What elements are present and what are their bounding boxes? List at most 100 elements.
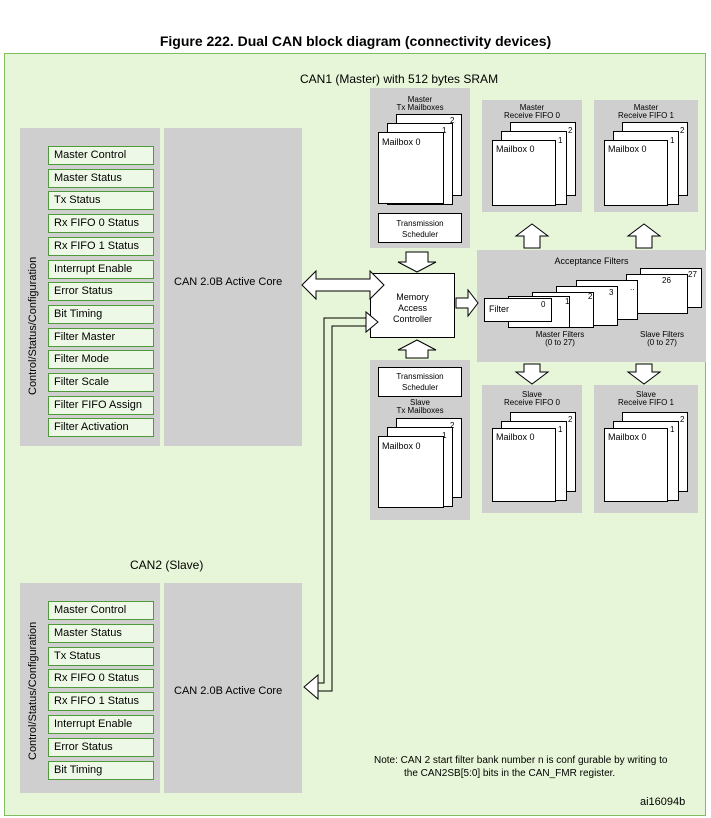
master-filters-line2: (0 to 27) bbox=[545, 338, 575, 347]
master-tx-title-line2: Tx Mailboxes bbox=[396, 103, 444, 112]
slave-fifo1-line1: Slave bbox=[635, 390, 656, 399]
can1-register-4: Rx FIFO 1 Status bbox=[48, 236, 154, 256]
can2-arrow-head bbox=[303, 673, 319, 701]
slave-tx-title-line2: Tx Mailboxes bbox=[396, 406, 444, 415]
slave-tx-mailbox-0 bbox=[378, 436, 444, 508]
slave-fifo0-mailbox-label: Mailbox 0 bbox=[496, 432, 535, 442]
can2-connector bbox=[316, 317, 370, 692]
master-tx-mailbox-label: Mailbox 0 bbox=[382, 137, 421, 147]
figure-id: ai16094b bbox=[640, 796, 686, 808]
can2-register-6: Error Status bbox=[48, 737, 154, 757]
master-fifo1-line1: Master bbox=[633, 103, 659, 112]
can2-register-4: Rx FIFO 1 Status bbox=[48, 692, 154, 712]
mac-can2-arrow-head bbox=[365, 310, 379, 334]
mac-line1: Memory bbox=[396, 292, 429, 302]
figure-title: Figure 222. Dual CAN block diagram (conn… bbox=[159, 33, 552, 49]
can1-register-7: Bit Timing bbox=[48, 304, 154, 324]
can1-register-11: Filter FIFO Assign bbox=[48, 395, 154, 415]
can2-register-2: Tx Status bbox=[48, 646, 154, 666]
can2-register-5: Interrupt Enable bbox=[48, 715, 154, 734]
slave-tx-n1: 1 bbox=[442, 431, 447, 440]
slave-tx-mailbox-label: Mailbox 0 bbox=[382, 441, 421, 451]
acceptance-filters-title: Acceptance Filters bbox=[554, 256, 629, 266]
filter-master-fifo0-arrow bbox=[514, 223, 550, 249]
slave-scheduler-arrow bbox=[397, 339, 437, 359]
can1-register-10: Filter Scale bbox=[48, 373, 154, 392]
can1-register-3: Rx FIFO 0 Status bbox=[48, 214, 154, 234]
slave-fifo1-n1: 1 bbox=[670, 425, 675, 434]
can1-register-12: Filter Activation bbox=[48, 418, 154, 438]
master-fifo0-line1: Master bbox=[519, 103, 545, 112]
filter-num-2: 2 bbox=[588, 292, 593, 301]
master-fifo0-mailbox-0 bbox=[492, 140, 556, 206]
filter-num-1: 1 bbox=[565, 297, 570, 306]
master-fifo0-line2: Receive FIFO 0 bbox=[503, 111, 560, 120]
master-filters-line1: Master Filters bbox=[535, 330, 585, 339]
can1-register-5: Interrupt Enable bbox=[48, 259, 154, 279]
mac-line2: Access bbox=[397, 303, 427, 313]
master-fifo0-n1: 1 bbox=[558, 136, 563, 145]
can1-register-9: Filter Mode bbox=[48, 350, 154, 370]
master-scheduler-arrow bbox=[397, 251, 437, 273]
can2-register-0: Master Control bbox=[48, 601, 154, 620]
filter-num-27: 27 bbox=[688, 270, 697, 279]
master-fifo0-n2: 2 bbox=[568, 126, 573, 135]
filter-num-dots: .. bbox=[630, 283, 635, 292]
note-line2: the CAN2SB[5:0] bits in the CAN_FMR regi… bbox=[404, 768, 616, 779]
master-fifo1-n1: 1 bbox=[670, 136, 675, 145]
can1-core-label: CAN 2.0B Active Core bbox=[174, 276, 283, 288]
slave-fifo0-line1: Slave bbox=[521, 390, 542, 399]
can1-register-6: Error Status bbox=[48, 282, 154, 302]
filter-slave-fifo0-arrow bbox=[514, 363, 550, 385]
filter-num-26: 26 bbox=[662, 276, 671, 285]
filter-label: Filter bbox=[489, 304, 509, 314]
can2-title: CAN2 (Slave) bbox=[130, 558, 204, 572]
slave-tx-n2: 2 bbox=[450, 421, 455, 430]
can2-register-7: Bit Timing bbox=[48, 760, 154, 780]
can2-core-label: CAN 2.0B Active Core bbox=[174, 685, 283, 697]
master-fifo0-mailbox-label: Mailbox 0 bbox=[496, 144, 535, 154]
filter-num-0: 0 bbox=[541, 300, 546, 309]
can2-register-1: Master Status bbox=[48, 623, 154, 643]
master-fifo1-line2: Receive FIFO 1 bbox=[617, 111, 674, 120]
memory-access-controller bbox=[370, 273, 455, 338]
master-tx-n1: 1 bbox=[442, 126, 447, 135]
slave-fifo1-n2: 2 bbox=[680, 415, 685, 424]
can1-register-0: Master Control bbox=[48, 146, 154, 165]
can1-core bbox=[164, 128, 302, 446]
mac-filter-arrow bbox=[455, 288, 479, 318]
note-line1: Note: CAN 2 start filter bank number n i… bbox=[374, 755, 668, 766]
master-scheduler-line2: Scheduler bbox=[401, 230, 439, 239]
master-tx-scheduler bbox=[378, 213, 462, 243]
master-fifo1-mailbox-label: Mailbox 0 bbox=[608, 144, 647, 154]
slave-fifo1-line2: Receive FIFO 1 bbox=[617, 398, 674, 407]
slave-fifo0-n1: 1 bbox=[558, 425, 563, 434]
can1-register-8: Filter Master bbox=[48, 327, 154, 347]
can1-register-2: Tx Status bbox=[48, 191, 154, 211]
can2-core bbox=[164, 583, 302, 793]
master-tx-title-line1: Master bbox=[407, 95, 433, 104]
can2-register-3: Rx FIFO 0 Status bbox=[48, 669, 154, 689]
slave-fifo1-mailbox-label: Mailbox 0 bbox=[608, 432, 647, 442]
master-tx-n2: 2 bbox=[450, 116, 455, 125]
slave-scheduler-line1: Transmission bbox=[396, 372, 444, 381]
slave-fifo1-mailbox-0 bbox=[604, 428, 668, 502]
can1-register-1: Master Status bbox=[48, 168, 154, 188]
master-fifo1-mailbox-0 bbox=[604, 140, 668, 206]
filter-num-3: 3 bbox=[609, 288, 614, 297]
filter-slave-fifo1-arrow bbox=[626, 363, 662, 385]
slave-fifo0-line2: Receive FIFO 0 bbox=[503, 398, 560, 407]
master-scheduler-line1: Transmission bbox=[396, 219, 444, 228]
slave-fifo0-n2: 2 bbox=[568, 415, 573, 424]
slave-tx-scheduler bbox=[378, 367, 462, 397]
master-fifo1-n2: 2 bbox=[680, 126, 685, 135]
can1-title: CAN1 (Master) with 512 bytes SRAM bbox=[300, 72, 499, 86]
can1-mac-arrow bbox=[301, 269, 385, 301]
mac-line3: Controller bbox=[392, 314, 432, 324]
filter-master-fifo1-arrow bbox=[626, 223, 662, 249]
slave-tx-title-line1: Slave bbox=[409, 398, 430, 407]
filter-0 bbox=[484, 298, 552, 322]
master-tx-mailbox-0 bbox=[378, 132, 444, 204]
slave-filters-line1: Slave Filters bbox=[639, 330, 684, 339]
